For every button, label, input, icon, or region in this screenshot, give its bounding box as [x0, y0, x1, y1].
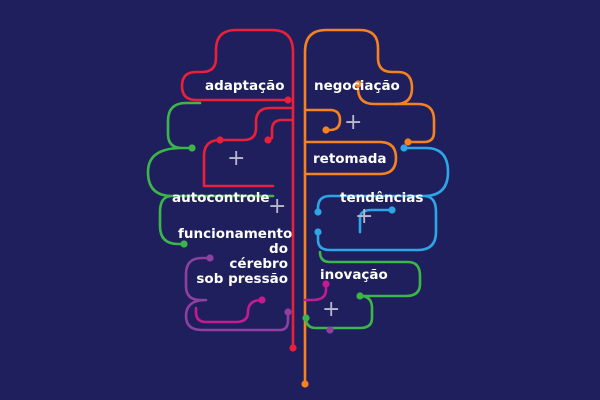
label-funcionamento-line3: cérebro: [229, 256, 288, 272]
label-inovacao: inovação: [320, 267, 388, 283]
red-dot: [289, 344, 297, 352]
purple-dot: [284, 308, 292, 316]
green-dot: [188, 144, 196, 152]
red-inner-loop: [216, 58, 300, 75]
red-middle-loop: [202, 106, 295, 188]
label-funcionamento-line4: sob pressão: [196, 271, 288, 287]
orange-dot: [354, 80, 362, 88]
magenta-dot: [322, 280, 330, 288]
label-negociacao: negociação: [314, 78, 400, 94]
plus-icon: +: [322, 297, 341, 322]
orange-upper-branch: [394, 102, 436, 144]
red-stem-line: [180, 28, 295, 350]
plus-icon: +: [355, 204, 374, 229]
label-funcionamento: funcionamento do cérebro sob pressão: [178, 226, 293, 287]
red-small-branch: [266, 118, 295, 142]
blue-dot: [314, 228, 322, 236]
purple-lower-lobe: [184, 256, 290, 332]
plus-icon: +: [227, 146, 246, 171]
blue-dot: [400, 144, 408, 152]
blue-dot: [314, 208, 322, 216]
blue-right-lobe: [316, 146, 450, 252]
endpoint-dots: [180, 80, 412, 388]
plus-icon: +: [344, 110, 363, 135]
green-dot: [302, 314, 310, 322]
label-retomada: retomada: [313, 151, 387, 167]
green-dot: [180, 240, 188, 248]
red-dot: [264, 136, 272, 144]
magenta-dot: [258, 296, 266, 304]
label-tendencias: tendências: [340, 190, 424, 206]
plus-icon: +: [268, 194, 287, 219]
label-adaptacao: adaptação: [205, 78, 285, 94]
orange-stem-line: [303, 28, 414, 386]
red-dot: [284, 96, 292, 104]
red-dot: [216, 136, 224, 144]
orange-dot: [404, 138, 412, 146]
blue-dot: [388, 206, 396, 214]
label-funcionamento-line2: do: [269, 241, 288, 257]
magenta-lower-loop: [194, 298, 264, 324]
green-dot: [356, 292, 364, 300]
orange-dot: [322, 126, 330, 134]
orange-dot: [301, 380, 309, 388]
label-autocontrole: autocontrole: [172, 190, 270, 206]
purple-dot: [326, 326, 334, 334]
purple-dot: [206, 254, 214, 262]
label-funcionamento-line1: funcionamento: [178, 226, 293, 242]
green-left-lobe: [146, 101, 275, 246]
orange-middle-loop: [303, 108, 398, 176]
green-right-lobe: [304, 250, 422, 330]
magenta-right-loop: [303, 282, 328, 302]
